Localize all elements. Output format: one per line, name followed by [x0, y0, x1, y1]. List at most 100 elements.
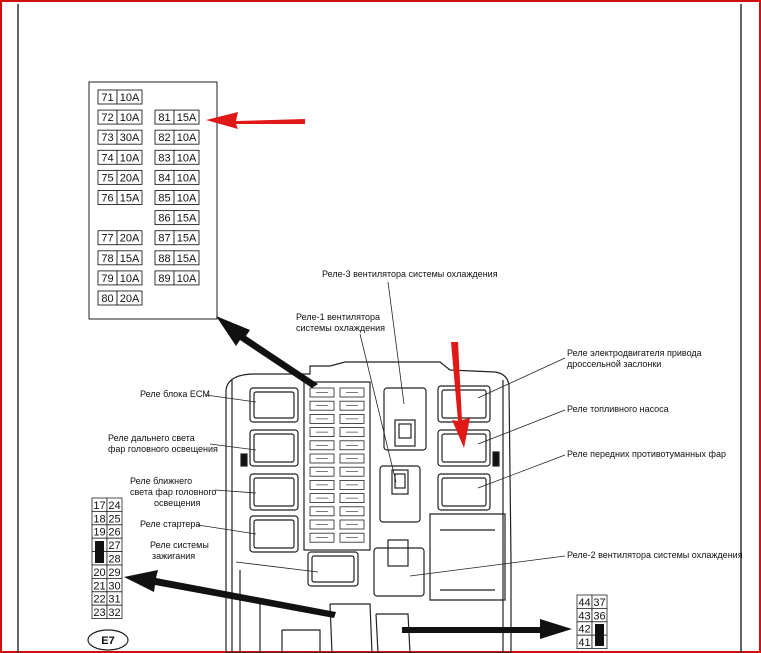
- fuse-number: 80: [101, 293, 113, 305]
- fuse-rating-box: [173, 210, 200, 226]
- connector-right-key: [595, 624, 604, 646]
- fuse-rating: 10A: [120, 112, 140, 124]
- fuse-rating: 10A: [177, 273, 197, 285]
- fuse-rating: 10A: [177, 152, 197, 164]
- fuse-number: 81: [158, 112, 170, 124]
- fuse-rating-box: [116, 270, 143, 286]
- connector-pin-number: 26: [108, 527, 120, 539]
- connector-e7-label: E7: [101, 635, 114, 647]
- relay-low-beam-inner: [253, 477, 295, 507]
- fuse-number: 78: [101, 253, 113, 265]
- mini-fuse: [339, 400, 365, 411]
- fuse-rating-box: [116, 109, 143, 125]
- leader-cooling2: [409, 555, 566, 577]
- red-arrow-relay: [451, 342, 470, 448]
- fuse-rating: 15A: [177, 253, 197, 265]
- fuse-rating-box: [173, 129, 200, 145]
- relay-throttle-inner: [441, 389, 487, 419]
- fuse-rating-box: [173, 230, 200, 246]
- fuse-number: 79: [101, 273, 113, 285]
- fuse-rating: 10A: [120, 152, 140, 164]
- connector-pin-number: 28: [108, 554, 120, 566]
- label-relay-throttle-l1: Реле электродвигателя привода: [567, 348, 702, 358]
- fuse-rating-box: [116, 89, 143, 105]
- mini-fuses: [309, 387, 365, 543]
- relay-cooling1-connector: [391, 469, 409, 495]
- mini-fuse: [309, 532, 335, 543]
- relay-throttle-slot: [437, 385, 491, 423]
- fuse-rating-box: [173, 109, 200, 125]
- connector-pin-number: 32: [108, 607, 120, 619]
- connector-pin-number: 37: [593, 597, 605, 609]
- relay-fog-inner: [441, 477, 487, 507]
- mini-fuse: [339, 519, 365, 530]
- fuse-rating-box: [173, 270, 200, 286]
- label-relay-cooling1-l2: системы охлаждения: [296, 323, 385, 333]
- connector-pin-number: 27: [108, 540, 120, 552]
- fuse-rating: 10A: [177, 132, 197, 144]
- relay-cooling2-connector: [387, 539, 409, 567]
- red-arrow-fuse-81: [206, 112, 305, 129]
- mini-fuse: [339, 466, 365, 477]
- label-relay-low-beam-l2: света фар головного: [130, 487, 216, 497]
- fuse-number: 84: [158, 172, 170, 184]
- lower-right-ribs: [440, 529, 495, 591]
- fuse-rating: 10A: [120, 92, 140, 104]
- label-relay-starter: Реле стартера: [140, 519, 200, 529]
- connector-pin-number: 30: [108, 580, 120, 592]
- connector-pin-number: 29: [108, 567, 120, 579]
- fuse-number: 71: [101, 92, 113, 104]
- connector-pin-number: 24: [108, 500, 120, 512]
- label-relay-low-beam-l1: Реле ближнего: [130, 476, 192, 486]
- fuse-number: 74: [101, 152, 113, 164]
- fuse-rating: 15A: [120, 253, 140, 265]
- relay-cooling1-slot: [379, 465, 421, 523]
- connector-pin-number: 31: [108, 594, 120, 606]
- leader-fuel-pump: [477, 409, 566, 445]
- arrows: [124, 112, 572, 639]
- connector-pin-number: 18: [93, 513, 105, 525]
- fuse-rating-box: [116, 169, 143, 185]
- fuse-number: 85: [158, 193, 170, 205]
- leader-starter: [197, 524, 257, 535]
- black-arrow-e7: [124, 570, 336, 618]
- right-latch: [492, 451, 500, 467]
- relay-cooling3-slot: [383, 387, 427, 451]
- relay-ecm-inner: [253, 391, 295, 419]
- relay-ignition-slot: [307, 551, 359, 587]
- mini-fuse: [309, 427, 335, 438]
- relay-ecm-slot: [249, 387, 299, 423]
- fuse-rating: 15A: [177, 112, 197, 124]
- relay-ignition-inner: [311, 555, 355, 583]
- mini-fuse: [339, 387, 365, 398]
- left-latch: [240, 453, 248, 467]
- mini-fuse: [339, 427, 365, 438]
- mini-fuse: [339, 453, 365, 464]
- leader-ecm: [205, 394, 257, 403]
- label-relay-high-beam-l2: фар головного освещения: [108, 444, 218, 454]
- label-relay-cooling1-l1: Реле-1 вентилятора: [296, 312, 380, 322]
- fuse-rating-box: [173, 250, 200, 266]
- fuse-rating-box: [116, 149, 143, 165]
- leader-fog: [477, 454, 566, 489]
- black-arrow-fuse-table: [216, 316, 318, 388]
- mini-fuse: [309, 506, 335, 517]
- fuse-number: 88: [158, 253, 170, 265]
- label-relay-ignition-l1: Реле системы: [150, 540, 209, 550]
- connector-e7-badge: [87, 629, 129, 651]
- mini-fuse: [339, 413, 365, 424]
- fuse-number: 77: [101, 233, 113, 245]
- leader-cooling3: [387, 281, 405, 405]
- fuse-number: 87: [158, 233, 170, 245]
- fuse-rating: 20A: [120, 233, 140, 245]
- fuse-rating: 10A: [177, 172, 197, 184]
- fuse-rating-box: [116, 250, 143, 266]
- relay-cooling1-pin: [394, 473, 406, 489]
- label-relay-cooling3: Реле-3 вентилятора системы охлаждения: [322, 269, 498, 279]
- label-relay-high-beam-l1: Реле дальнего света: [108, 433, 195, 443]
